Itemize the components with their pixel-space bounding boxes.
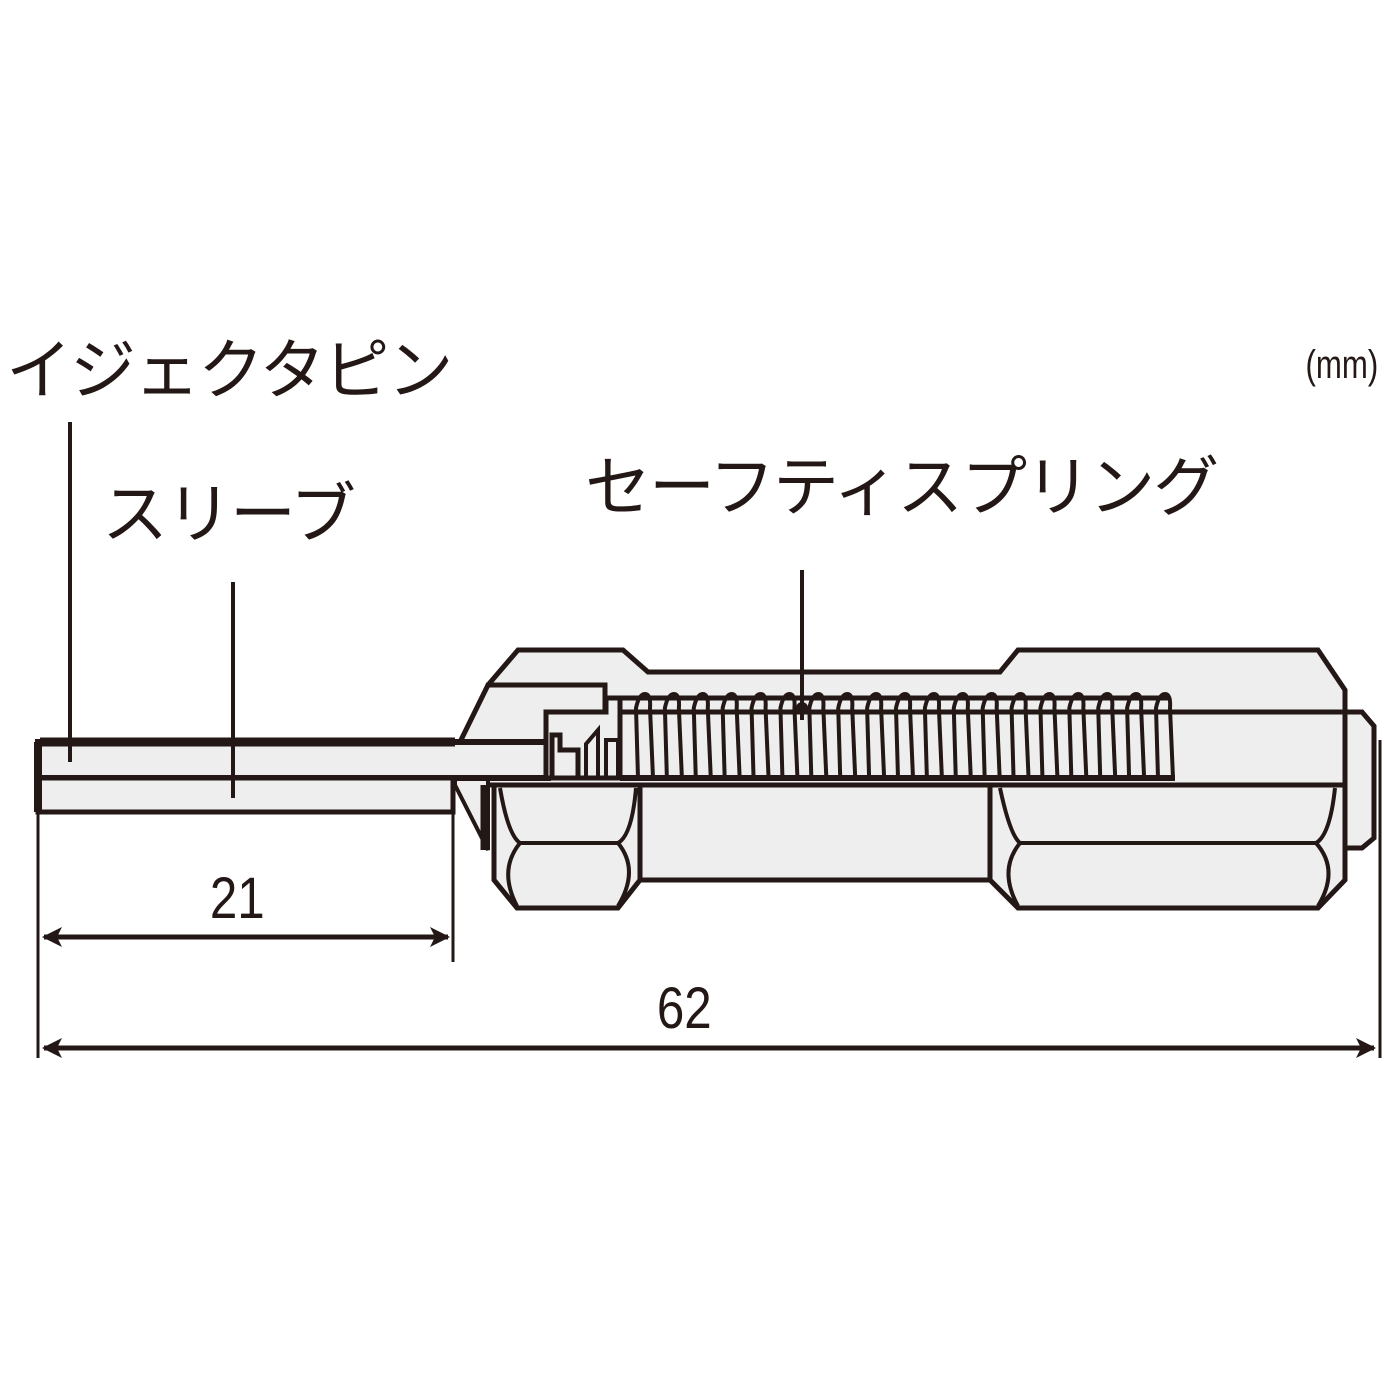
body-lower-center (635, 782, 1003, 883)
front-hex-lower (491, 782, 643, 911)
spring-coil (1038, 691, 1060, 779)
spring-coil (778, 691, 800, 779)
end-cap (1342, 709, 1377, 851)
spring-coil (1096, 691, 1118, 779)
label-safety-spring: セーフティスプリング (585, 449, 1219, 526)
plunger-detail (543, 695, 623, 781)
pin-and-sleeve (34, 737, 551, 815)
label-sleeve: スリーブ (102, 476, 356, 553)
spring-coil (980, 691, 1002, 779)
ejector-pin (35, 739, 551, 781)
dimension-lines (36, 740, 1382, 1058)
spring-coil (1009, 691, 1031, 779)
spring-coil (1153, 691, 1175, 779)
spring-coil (922, 691, 944, 779)
sleeve (35, 775, 456, 815)
spring-coil (807, 691, 829, 779)
spring-coil (951, 691, 973, 779)
spring-coil (893, 691, 915, 779)
spring-coil (865, 691, 887, 779)
safety-spring-coils (620, 691, 1175, 781)
leader-lines (68, 422, 808, 798)
rear-hex-lower (987, 782, 1348, 911)
dimension-62: 62 (656, 976, 712, 1041)
spring-coil (691, 691, 713, 779)
spring-coil (662, 691, 684, 779)
unit-label: (mm) (1305, 343, 1378, 387)
dimension-21: 21 (209, 866, 265, 931)
label-ejector-pin: イジェクタピン (6, 332, 453, 409)
spring-coil (749, 691, 771, 779)
spring-coil (1067, 691, 1089, 779)
spring-coil (1125, 691, 1147, 779)
spring-coil (836, 691, 858, 779)
spring-coil (633, 691, 655, 779)
spring-coil (720, 691, 742, 779)
